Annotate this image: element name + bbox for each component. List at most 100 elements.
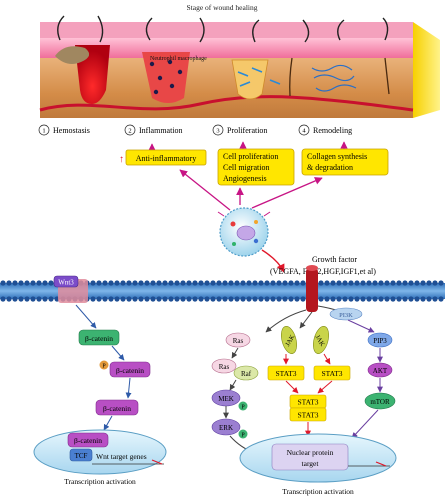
phospholipid-head [300,280,306,286]
phospholipid-head [132,296,138,302]
phospholipid-head [210,280,216,286]
arrow-raf-mek [229,379,237,391]
phospholipid-head [186,296,192,302]
phospholipid-head [282,296,288,302]
membrane-band [0,283,445,299]
cell-organelle [254,220,258,224]
stat3-label: STAT3 [275,369,296,378]
phospholipid-head [354,280,360,286]
phospholipid-head [108,280,114,286]
phospholipid-head [396,296,402,302]
phospholipid-head [108,296,114,302]
phospholipid-head [36,280,42,286]
arrow-to-pip3 [347,319,375,333]
proliferation-box: Cell proliferation Cell migration Angiog… [217,148,295,186]
phospholipid-head [162,296,168,302]
stage-name: Remodeling [313,126,352,135]
raf-node [233,365,259,381]
phospholipid-head [174,280,180,286]
wnt-arrow-4 [103,415,113,431]
phospholipid-head [174,296,180,302]
phospholipid-head [366,280,372,286]
phospholipid-head [90,296,96,302]
nuclear-beta-catenin [67,432,109,448]
phospholipid-head [414,296,420,302]
phospholipid-head [102,296,108,302]
gf-transcription-activation: Transcription activation [282,487,354,496]
stat3-dimer-bottom [289,407,327,422]
remodeling-bg [301,148,389,176]
phospholipid-head [252,280,258,286]
phospholipid-head [420,296,426,302]
cell-nucleus [236,225,256,241]
gf-receptor [306,268,318,312]
stat3-node-1 [267,365,305,381]
phospholipid-head [342,296,348,302]
proliferation-line: Cell proliferation [223,152,278,161]
cell-surface-receptors [217,211,271,217]
phospho-label: P [241,405,245,411]
phospholipid-head [324,296,330,302]
phospholipid-head [276,280,282,286]
phospholipid-head [48,280,54,286]
arrow-to-jak [299,311,313,329]
remodeling-box: Collagen synthesis & degradation [301,148,389,176]
phospholipid-head [246,296,252,302]
phospholipid-head [168,296,174,302]
phospholipid-head [216,280,222,286]
phospholipid-head [180,296,186,302]
phospholipid-head [288,296,294,302]
blood-vessel [39,95,414,112]
phospholipid-head [48,296,54,302]
nuclear-target-box [271,443,349,471]
mtor-label: mTOR [370,398,390,406]
phospholipid-head [96,280,102,286]
phospho-label: P [102,364,106,370]
phospholipid-head [168,280,174,286]
phospholipid-head [270,296,276,302]
scab [55,46,90,64]
tcf-label: TCF [75,452,88,460]
arrow-stat3-dimer-2 [317,380,333,394]
effect-boxes: ↑ Anti-inflammatory Cell proliferation C… [119,141,389,186]
fibroblast-strands [237,67,281,87]
phospholipid-head [228,296,234,302]
phospholipid-head [324,280,330,286]
cell-output-arrows [179,169,323,211]
arrow-to-growth-factor [261,249,285,273]
phospholipid-head [294,296,300,302]
phospholipid-head [24,280,30,286]
beta-catenin-label: β-catenin [74,436,102,445]
jak-node-2 [313,326,329,354]
phospholipid-head [252,296,258,302]
pi3k-label: PI3K [339,312,353,319]
jak-node-1 [281,326,297,354]
phospholipid-head [360,280,366,286]
phospholipid-head [0,296,6,302]
akt-label: AKT [373,367,388,375]
phospholipid-head [114,296,120,302]
akt-node [367,362,393,378]
cell-membrane-bilayer [0,265,445,312]
wnt3-badge [53,275,79,288]
anti-inflammatory-label: Anti-inflammatory [136,154,196,163]
phospho-label: P [241,433,245,439]
phospholipid-head [180,280,186,286]
phospholipid-head [234,296,240,302]
gf-receptor-cap [306,265,318,271]
ras-node-1 [225,332,251,348]
phospholipid-head [330,280,336,286]
phospholipid-head [354,296,360,302]
stage-number: 3 [216,128,219,135]
phospholipid-head [378,280,384,286]
stage-hemostasis: 1 Hemostasis [38,124,90,136]
wnt-arrow-3 [125,377,132,399]
beta-catenin-label: β-catenin [103,404,131,413]
beta-catenin-node-2 [109,361,151,378]
phospholipid-head [120,280,126,286]
remodeling-line: & degradation [307,163,353,172]
phospholipid-head [258,280,264,286]
phospholipid-head [6,280,12,286]
wnt-pathway: β-catenin P β-catenin β-catenin β-cateni… [33,304,167,486]
